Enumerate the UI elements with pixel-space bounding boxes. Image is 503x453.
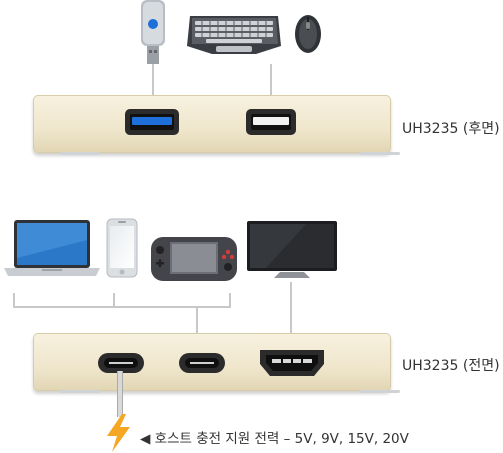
hdmi-port <box>260 350 324 376</box>
connector-bracket <box>229 293 231 307</box>
hub-rear <box>33 95 391 153</box>
connector-bracket <box>13 293 15 307</box>
hub-rear-foot <box>360 152 400 155</box>
connector-line-tv <box>290 282 292 350</box>
hub-front-foot <box>360 390 400 393</box>
connector-bracket <box>13 306 231 308</box>
connector-bracket <box>113 293 115 307</box>
rear-view-label: UH3235 (후면) <box>402 121 500 137</box>
charging-cable <box>117 371 123 417</box>
game-console-icon <box>151 237 237 281</box>
hub-front-foot <box>60 390 100 393</box>
charging-power-note: ◀ 호스트 충전 지원 전력 – 5V, 9V, 15V, 20V <box>140 431 409 447</box>
usb-c-port <box>179 353 225 373</box>
connector-line-flash-drive <box>152 64 154 110</box>
connector-line-usbc <box>196 306 198 350</box>
usb-flash-drive-icon <box>141 0 165 64</box>
connector-line-keyboard-mouse <box>270 64 272 110</box>
mouse-icon <box>295 15 321 53</box>
front-view-label: UH3235 (전면) <box>402 358 500 374</box>
usb-c-port-charging <box>98 353 144 373</box>
keyboard-icon <box>187 16 281 54</box>
lightning-bolt-icon <box>107 414 130 452</box>
hub-rear-foot <box>60 152 100 155</box>
smartphone-icon <box>106 218 138 278</box>
tv-monitor-icon <box>247 221 337 278</box>
usb-a-port-blue <box>125 109 179 135</box>
laptop-icon <box>4 220 100 276</box>
usb-a-port-black <box>246 109 296 135</box>
